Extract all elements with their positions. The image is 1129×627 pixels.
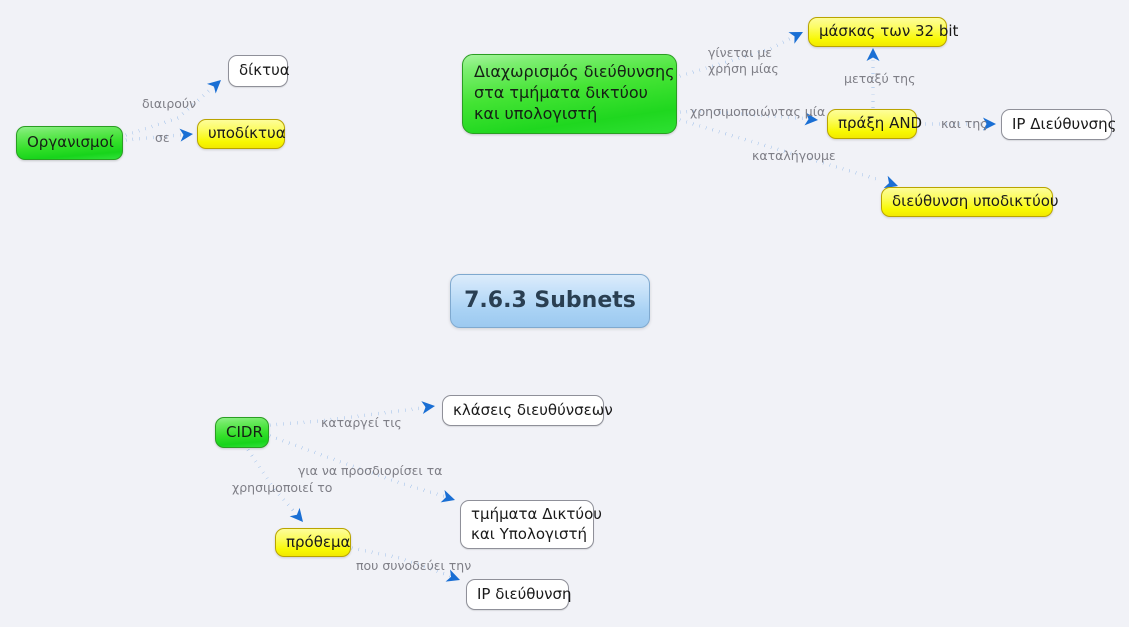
node-diefthynsi_ypod[interactable]: διεύθυνση υποδικτύου (881, 187, 1059, 217)
edge-arrowhead (289, 507, 303, 522)
edge-label: για να προσδιορίσει τα (298, 463, 443, 478)
edge-arrowhead (179, 128, 193, 142)
node-diktya[interactable]: δίκτυα (228, 55, 290, 87)
node-diaxwrismos[interactable]: Διαχωρισμός διεύθυνσης στα τμήματα δικτύ… (462, 54, 677, 134)
edge-label: χρησιμοποιώντας μία (690, 104, 826, 119)
central-title-node[interactable]: 7.6.3 Subnets (450, 274, 650, 328)
edge-arrowhead (206, 80, 221, 94)
edge-label: καταργεί τις (321, 415, 402, 430)
node-prothema[interactable]: πρόθεμα (275, 528, 351, 557)
node-organismoi[interactable]: Οργανισμοί (16, 126, 123, 160)
node-ip_diefthynsi[interactable]: IP διεύθυνση (466, 579, 572, 610)
node-ip_diefthynsis[interactable]: IP Διεύθυνσης (1001, 109, 1116, 140)
edge-label: και της (941, 116, 988, 131)
edge-label: σε (155, 130, 170, 145)
node-tmimata[interactable]: τμήματα Δικτύου και Υπολογιστή (460, 500, 602, 549)
edge-label: διαιρούν (142, 96, 197, 111)
edge-arrowhead (440, 489, 455, 503)
node-cidr[interactable]: CIDR (215, 417, 269, 448)
edge-label: καταλήγουμε (752, 148, 836, 163)
node-maska32[interactable]: μάσκας των 32 bit (808, 17, 958, 47)
edge-label: που συνοδεύει την (356, 558, 472, 573)
edge-arrowhead (421, 401, 435, 415)
edge-label: γίνεται με χρήση μίας (708, 45, 779, 77)
node-praxi_and[interactable]: πράξη AND (827, 109, 922, 139)
node-ypodiktya[interactable]: υποδίκτυα (197, 119, 286, 149)
edge-arrowhead (788, 32, 803, 44)
edge-label: μεταξύ της (844, 71, 916, 86)
node-klaseis[interactable]: κλάσεις διευθύνσεων (442, 395, 613, 426)
edge-label: χρησιμοποιεί το (232, 480, 333, 495)
edge-arrowhead (866, 48, 880, 61)
